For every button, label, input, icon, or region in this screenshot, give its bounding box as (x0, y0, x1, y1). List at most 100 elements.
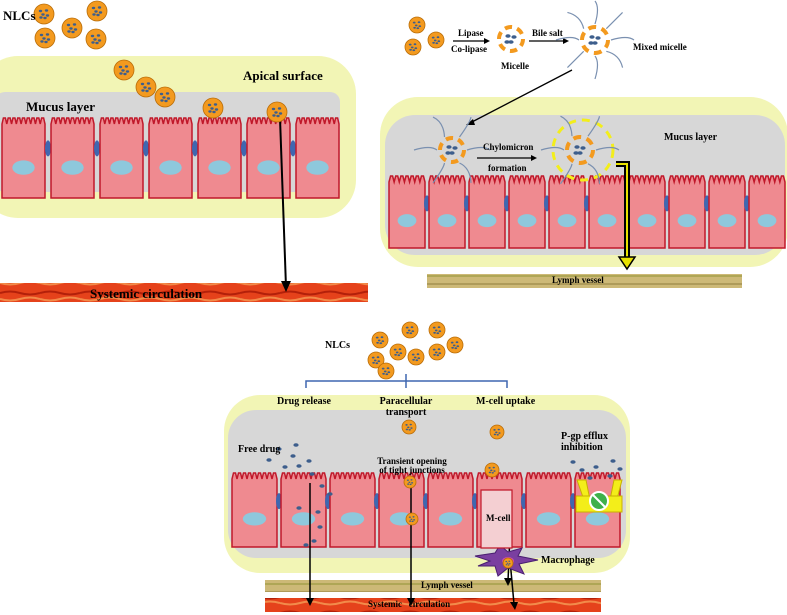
free-drug-molecule (588, 41, 594, 45)
absorption-arrow (279, 117, 287, 288)
m-cell-uptake-label: M-cell uptake (476, 396, 536, 407)
free-drug-molecule (589, 35, 595, 39)
free-drug-molecule (573, 151, 579, 155)
bile-salt-tail (567, 11, 585, 29)
free-drug-molecule (511, 35, 517, 39)
bile-salt-tail (459, 116, 472, 138)
bile-salt-tail (555, 36, 580, 41)
cell-nucleus (536, 512, 561, 526)
nlc-particle (446, 336, 464, 354)
free-drug-molecule (508, 40, 514, 44)
enterocyte-cell (588, 175, 626, 249)
nlc-particle (401, 321, 419, 339)
bile-salt-tail (466, 146, 491, 151)
enterocyte-cell (525, 472, 572, 548)
nlc-particle (85, 28, 107, 50)
bile-salt-tail (610, 36, 635, 41)
nlc-particle (489, 424, 505, 440)
enterocyte-cell (378, 472, 425, 548)
bile-salt-tail (540, 146, 565, 151)
cell-nucleus (438, 512, 463, 526)
enterocyte-cell (508, 175, 546, 249)
bile-salt-tail (594, 55, 599, 80)
enterocyte-cell (329, 472, 376, 548)
enterocyte-cell (246, 117, 291, 199)
nlc-particle (389, 343, 407, 361)
bile-salt-tail (566, 50, 585, 69)
nlc-particle (427, 31, 445, 49)
cell-nucleus (242, 512, 267, 526)
free-drug-molecule (595, 36, 601, 40)
enterocyte-cell (99, 117, 144, 199)
free-drug-molecule (505, 34, 511, 38)
tight-junction (192, 140, 198, 157)
enterocyte-cell (231, 472, 278, 548)
lymph-arrowhead (617, 256, 637, 271)
cell-nucleus (110, 160, 133, 175)
bile-salt-tail (459, 162, 472, 183)
cell-nucleus (291, 512, 316, 526)
mixed-micelle-label: Mixed micelle (633, 42, 687, 52)
free-drug-molecule (446, 145, 452, 149)
tight-junction (94, 140, 100, 157)
enterocyte-cell (548, 175, 586, 249)
bile-salt-tail (595, 146, 620, 151)
systemic-circulation-vessel (0, 283, 368, 302)
nlc-particle (33, 3, 55, 25)
enterocyte-cell (427, 472, 474, 548)
free-drug-molecule (574, 145, 580, 149)
free-drug-molecule (306, 459, 312, 463)
bile-salt-tail (413, 146, 438, 151)
nlc-particle (266, 101, 288, 123)
transient-opening-label: Transient opening of tight junctions (377, 456, 447, 476)
enterocyte-cell (148, 117, 193, 199)
free-drug-molecule (311, 539, 317, 543)
cell-nucleus (517, 214, 537, 228)
nlc-particle (113, 59, 135, 81)
cell-nucleus (306, 160, 329, 175)
micelle-particle (497, 25, 525, 53)
free-drug-molecule (504, 40, 510, 44)
bile-salt-tail (605, 11, 624, 30)
cell-nucleus (677, 214, 697, 228)
free-drug-molecule (445, 151, 451, 155)
apical-surface-label: Apical surface (243, 68, 323, 83)
nlc-particle (202, 97, 224, 119)
free-drug-molecule (587, 476, 593, 480)
bile-salt-tail (587, 116, 601, 137)
tight-junction (143, 140, 149, 157)
enterocyte-cell (50, 117, 95, 199)
mucus-layer-label-left: Mucus layer (26, 99, 95, 114)
nlc-particle (367, 351, 385, 369)
systemic-circulation-label-bottom: Systemic circulation (368, 599, 451, 609)
pgp-efflux-label: P-gp efflux inhibition (561, 431, 608, 453)
enterocyte-cell (280, 472, 327, 548)
cell-nucleus (12, 160, 35, 175)
cell-nucleus (477, 214, 497, 228)
micelle-particle (555, 0, 635, 80)
free-drug-molecule (592, 41, 598, 45)
nlc-particle (61, 17, 83, 39)
nlc-particle (428, 343, 446, 361)
free-drug-label: Free drug (238, 444, 281, 455)
nlc-particle (135, 76, 157, 98)
co-lipase-label: Co-lipase (451, 44, 487, 54)
cell-nucleus (208, 160, 231, 175)
nlc-particle (401, 419, 417, 435)
cell-nucleus (257, 160, 280, 175)
drug-release-label: Drug release (277, 396, 331, 407)
tight-junction (290, 140, 296, 157)
cell-nucleus (585, 512, 610, 526)
nlcs-label-top: NLCs (3, 8, 36, 23)
free-drug-molecule (610, 459, 616, 463)
lymph-vessel-label-bottom: Lymph vessel (421, 580, 473, 590)
enterocyte-row-left (1, 117, 340, 199)
nlc-particle (377, 362, 395, 380)
free-drug-molecule (593, 465, 599, 469)
nlc-particle (403, 475, 417, 489)
free-drug-molecule (617, 467, 623, 471)
m-cell-body (480, 489, 513, 549)
lymph-vessel-right (427, 274, 742, 288)
bile-salt-label: Bile salt (532, 28, 563, 38)
